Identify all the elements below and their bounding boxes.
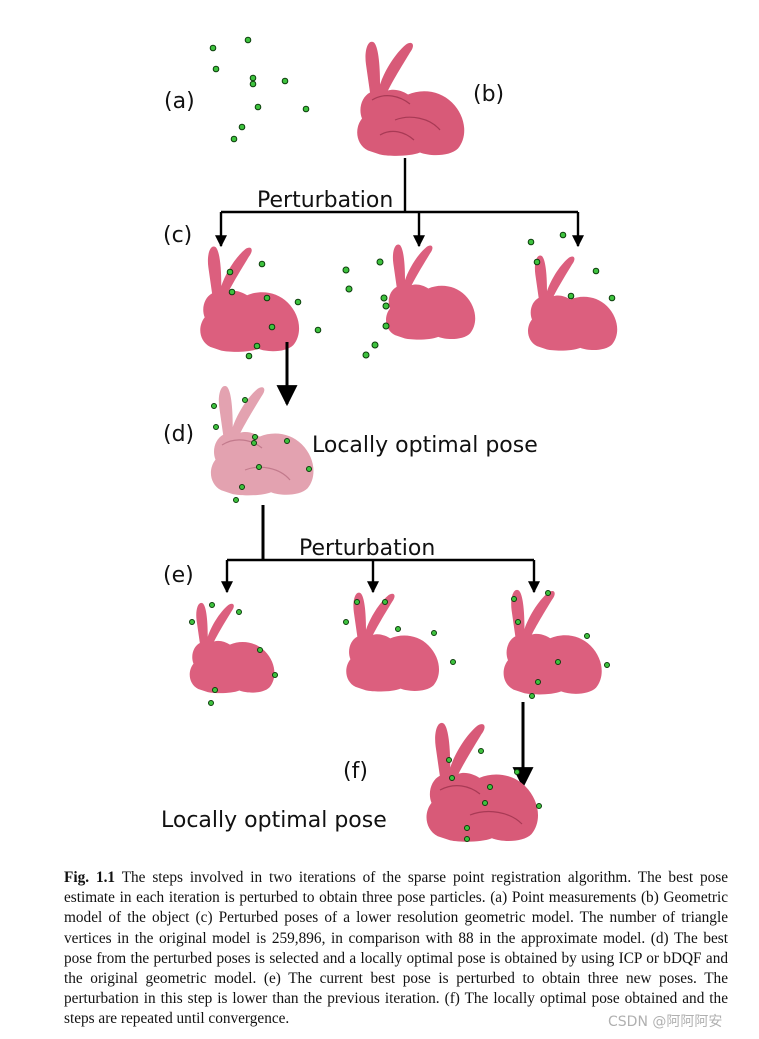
perturbed-pose-3 xyxy=(527,231,618,351)
registration-figure: (a) (b) Perturbation (c) xyxy=(161,36,618,842)
locally-optimal-label-1: Locally optimal pose xyxy=(312,433,538,458)
perturbed-pose-1 xyxy=(200,246,322,360)
perturbation-label-1: Perturbation xyxy=(257,188,393,213)
figure-caption: Fig. 1.1 The steps involved in two itera… xyxy=(64,868,728,1030)
point-measurements xyxy=(209,36,310,143)
geometric-model-bunny xyxy=(357,41,465,156)
locally-optimal-label-2: Locally optimal pose xyxy=(161,808,387,833)
caption-fig-label: Fig. 1.1 xyxy=(64,869,116,886)
new-perturbed-pose-2 xyxy=(343,592,456,692)
locally-optimal-pose-2 xyxy=(426,722,542,842)
label-e: (e) xyxy=(163,563,194,588)
label-a: (a) xyxy=(164,89,195,114)
locally-optimal-pose-1 xyxy=(210,386,314,503)
caption-text: The steps involved in two iterations of … xyxy=(64,869,728,1028)
perturbation-label-2: Perturbation xyxy=(299,536,435,561)
watermark: CSDN @阿阿阿安 xyxy=(608,1014,723,1030)
label-f: (f) xyxy=(343,759,368,784)
new-perturbed-pose-1 xyxy=(189,602,278,706)
perturbation-tree-2 xyxy=(221,505,540,594)
label-d: (d) xyxy=(163,422,194,447)
label-c: (c) xyxy=(163,223,192,248)
perturbed-pose-2 xyxy=(342,244,476,359)
label-b: (b) xyxy=(473,82,504,107)
new-perturbed-pose-3 xyxy=(503,589,610,699)
perturbation-tree-1 xyxy=(215,158,584,248)
